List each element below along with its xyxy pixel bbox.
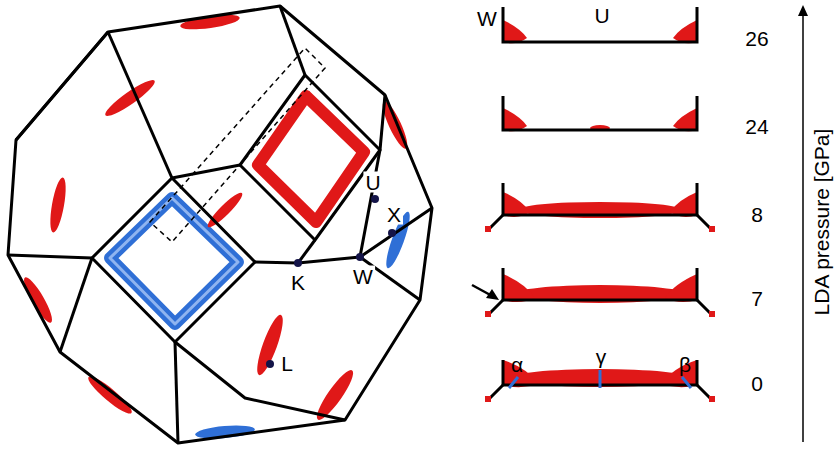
pressure-slices (472, 7, 715, 402)
orbit-label: β (677, 354, 693, 375)
point-label: X (385, 204, 403, 225)
point-label: U (592, 5, 611, 26)
fermi-pockets (20, 12, 414, 441)
orbit-label: γ (594, 346, 609, 367)
point-label: L (279, 353, 295, 374)
pressure-value: 26 (743, 28, 770, 49)
pressure-value: 0 (749, 373, 765, 394)
axis-title: LDA pressure [GPa] (811, 127, 832, 318)
orbit-label: α (509, 354, 525, 375)
pressure-value: 8 (749, 204, 765, 225)
pressure-value: 7 (749, 288, 765, 309)
symmetry-points (266, 195, 396, 368)
point-label: K (289, 272, 307, 293)
dashed-cut (150, 48, 325, 242)
point-label: W (351, 266, 375, 287)
point-label: W (475, 8, 499, 29)
pressure-axis (798, 5, 808, 442)
brillouin-zone (8, 6, 432, 443)
pressure-value: 24 (743, 116, 770, 137)
point-label: U (363, 172, 382, 193)
